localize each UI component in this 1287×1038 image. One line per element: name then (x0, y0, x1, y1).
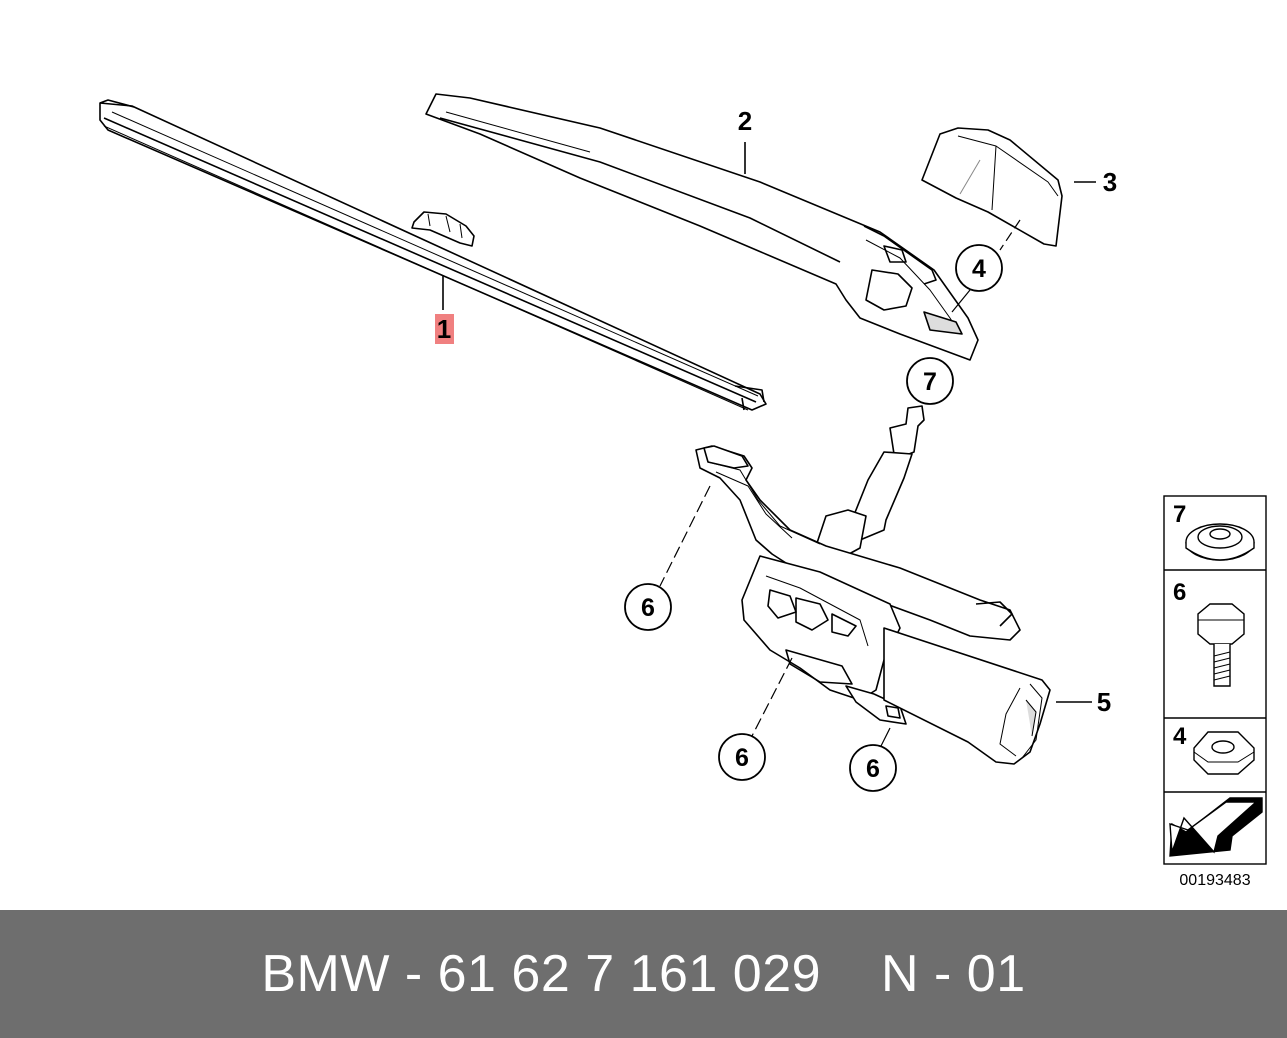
callout-6b-circle (718, 733, 766, 781)
cover-cap-part (921, 127, 1063, 247)
legend-number-6: 6 (1173, 579, 1186, 606)
exploded-view-drawing: 1 2 3 4 7 (99, 93, 1267, 889)
callout-7-label: 7 (923, 368, 937, 396)
wiper-motor-part (695, 405, 1051, 765)
legend-number-7: 7 (1173, 501, 1186, 528)
wiper-arm-part (425, 93, 979, 361)
callout-5-label: 5 (1097, 687, 1111, 717)
callout-6a-circle (624, 583, 672, 631)
diagram-reference-number: 00193483 (1179, 872, 1250, 889)
part-number-label: BMW - 61 62 7 161 029 (261, 945, 822, 1003)
variant-label: N - 01 (881, 945, 1026, 1003)
callout-7-circle (906, 357, 954, 405)
footer-text: BMW - 61 62 7 161 029 N - 01 (261, 944, 1025, 1004)
callout-6b-label: 6 (735, 744, 749, 772)
part-number-footer: BMW - 61 62 7 161 029 N - 01 (0, 910, 1287, 1038)
hex-nut-icon (1193, 731, 1255, 775)
leader-line-4a (999, 219, 1021, 251)
legend-panel: 7 6 4 (1163, 495, 1267, 865)
flange-nut-icon (1185, 523, 1255, 561)
leader-line-4b (951, 289, 971, 313)
callout-4-circle (955, 244, 1003, 292)
direction-arrow-icon (1169, 797, 1263, 857)
wiper-blade-part (99, 99, 767, 411)
callout-2-label: 2 (738, 106, 752, 136)
callout-1-label: 1 (437, 314, 451, 344)
callout-3-label: 3 (1103, 167, 1117, 197)
callout-6c-circle (849, 744, 897, 792)
leader-line-6a (659, 485, 711, 587)
callout-4-label: 4 (972, 255, 986, 283)
hex-bolt-icon (1197, 603, 1245, 687)
leader-line-6b (751, 657, 793, 737)
highlight-marker (435, 314, 454, 344)
callout-6a-label: 6 (641, 594, 655, 622)
callout-6c-label: 6 (866, 755, 880, 783)
parts-diagram: 1 2 3 4 7 (99, 93, 1267, 889)
leader-line-6c (879, 727, 891, 749)
legend-number-4: 4 (1173, 723, 1187, 750)
